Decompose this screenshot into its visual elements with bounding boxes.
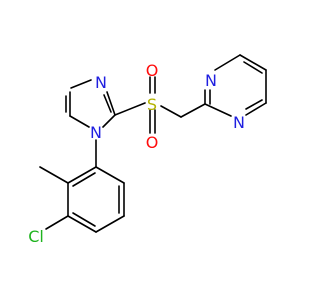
molecule-structure: N N S O O N N Cl: [28, 54, 267, 246]
sulfonyl-group: [114, 76, 206, 134]
pyrimidine-n1-label: N: [205, 71, 217, 90]
sulfonyl-o-top-label: O: [146, 61, 159, 80]
imidazole-ring: [65, 79, 116, 128]
atom-labels: N N S O O N N Cl: [28, 61, 245, 246]
bond: [95, 215, 125, 233]
bond: [102, 114, 116, 128]
bond: [180, 103, 206, 118]
imidazole-n1-label: N: [90, 123, 102, 142]
bond: [239, 54, 267, 71]
methyl-bond: [39, 166, 69, 184]
bond: [103, 94, 112, 113]
bond: [67, 166, 97, 184]
bond: [69, 115, 90, 128]
bond: [95, 166, 125, 184]
imidazole-n3-label: N: [95, 73, 107, 92]
bond: [106, 91, 116, 116]
chloro-label: Cl: [28, 227, 44, 246]
phenyl-ring: [67, 166, 125, 233]
bond: [160, 105, 182, 118]
bond: [204, 103, 232, 117]
molecule-canvas: N N S O O N N Cl: [28, 54, 267, 246]
bond: [114, 102, 146, 116]
sulfonyl-o-bottom-label: O: [146, 133, 159, 152]
bond: [245, 102, 267, 116]
bond: [70, 79, 92, 89]
bond: [72, 212, 96, 227]
pyrimidine-n3-label: N: [233, 113, 245, 132]
pyrimidine-ring: [204, 54, 267, 117]
bond: [214, 54, 241, 71]
chloro-bond: [45, 215, 69, 230]
bond: [243, 61, 263, 74]
bond: [72, 172, 96, 187]
sulfonyl-s-label: S: [147, 95, 157, 114]
bond: [67, 215, 97, 233]
bond: [245, 99, 263, 110]
